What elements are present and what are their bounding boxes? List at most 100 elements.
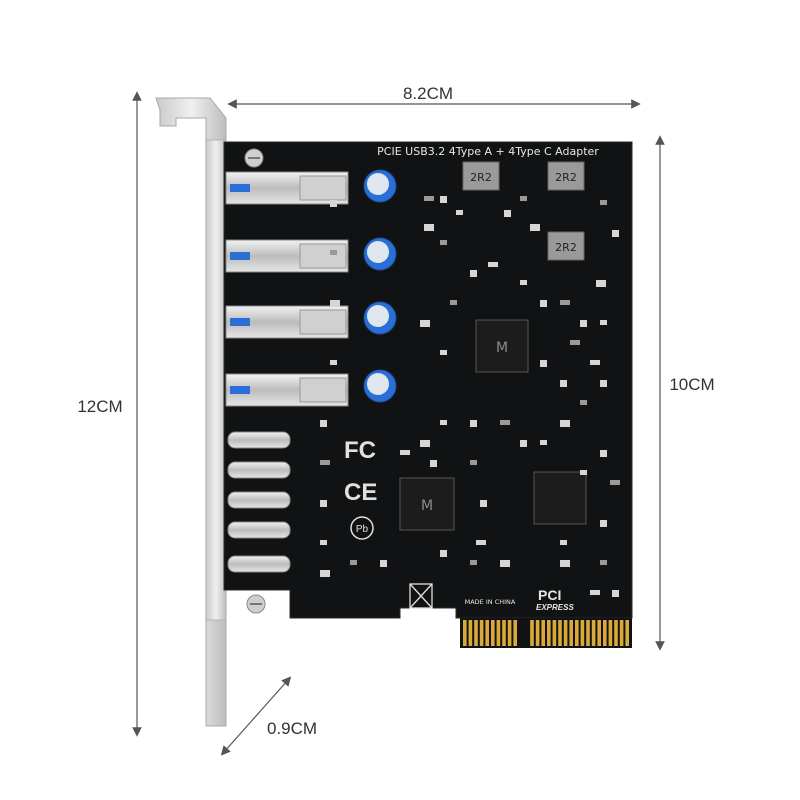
smd-part <box>600 380 607 387</box>
smd-part <box>504 210 511 217</box>
inductor-2: 2R2 <box>547 161 585 191</box>
capacitors <box>363 169 397 403</box>
smd-part <box>470 560 477 565</box>
smd-part <box>530 224 540 231</box>
smd-part <box>580 470 587 475</box>
usb-a-port <box>225 373 349 407</box>
smd-part <box>440 420 447 425</box>
screw-bottom <box>246 594 266 614</box>
height-label: 12CM <box>77 397 122 416</box>
metal-bracket <box>155 97 227 727</box>
smd-part <box>424 196 434 201</box>
thickness-label: 0.9CM <box>267 719 317 738</box>
smd-part <box>320 500 327 507</box>
smd-part <box>500 420 510 425</box>
smd-part <box>590 360 600 365</box>
smd-part <box>540 440 547 445</box>
smd-part <box>500 560 510 567</box>
svg-text:EXPRESS: EXPRESS <box>536 603 574 612</box>
smd-part <box>610 480 620 485</box>
smd-part <box>440 196 447 203</box>
smd-part <box>440 350 447 355</box>
smd-part <box>540 300 547 307</box>
smd-part <box>320 460 330 465</box>
usb-c-port <box>227 521 291 539</box>
smd-part <box>420 320 430 327</box>
svg-text:PCI: PCI <box>538 587 561 603</box>
controller-chip-main: M <box>475 319 529 373</box>
smd-part <box>600 320 607 325</box>
capacitor <box>363 301 397 335</box>
smd-part <box>596 280 606 287</box>
capacitor <box>363 237 397 271</box>
smd-part <box>456 210 463 215</box>
usb-type-c-ports <box>227 431 291 573</box>
smd-part <box>570 340 580 345</box>
weee-mark <box>409 583 433 609</box>
smd-part <box>470 420 477 427</box>
pb-free-mark: Pb <box>350 516 374 540</box>
usb-a-port <box>225 305 349 339</box>
svg-text:FC: FC <box>344 437 376 464</box>
smd-components <box>320 196 620 597</box>
svg-text:Pb: Pb <box>356 524 369 535</box>
smd-part <box>580 400 587 405</box>
usb-c-port <box>227 461 291 479</box>
smd-part <box>520 196 527 201</box>
smd-part <box>470 460 477 465</box>
smd-part <box>420 440 430 447</box>
board-height-label: 10CM <box>669 375 714 394</box>
smd-part <box>400 450 410 455</box>
smd-part <box>424 224 434 231</box>
smd-part <box>612 230 619 237</box>
smd-part <box>520 440 527 447</box>
smd-part <box>520 280 527 285</box>
width-label: 8.2CM <box>403 84 453 103</box>
usb-c-port <box>227 491 291 509</box>
controller-chip-left: M <box>399 477 455 531</box>
smd-part <box>600 520 607 527</box>
smd-part <box>330 300 340 307</box>
smd-part <box>320 540 327 545</box>
smd-part <box>320 420 327 427</box>
inductor-1: 2R2 <box>462 161 500 191</box>
smd-part <box>476 540 486 545</box>
smd-part <box>612 590 619 597</box>
svg-text:CE: CE <box>344 479 377 506</box>
smd-part <box>450 300 457 305</box>
smd-part <box>480 500 487 507</box>
dimension-thickness: 0.9CM <box>220 676 317 756</box>
smd-part <box>600 560 607 565</box>
smd-part <box>540 360 547 367</box>
svg-text:2R2: 2R2 <box>555 241 577 254</box>
smd-part <box>330 200 337 207</box>
smd-part <box>380 560 387 567</box>
smd-part <box>488 262 498 267</box>
pci-express-logo: PCI EXPRESS <box>536 587 574 612</box>
svg-text:M: M <box>421 498 433 514</box>
fc-mark: FC <box>344 437 376 464</box>
smd-part <box>590 590 600 595</box>
capacitor <box>363 369 397 403</box>
smd-part <box>330 250 337 255</box>
smd-part <box>560 540 567 545</box>
smd-part <box>320 570 330 577</box>
smd-part <box>600 450 607 457</box>
gold-finger-connector <box>460 618 632 648</box>
svg-text:M: M <box>496 340 508 356</box>
dimension-width: 8.2CM <box>227 84 641 109</box>
usb-a-port <box>225 239 349 273</box>
ce-mark: CE <box>344 479 377 506</box>
smd-part <box>430 460 437 467</box>
usb-type-a-ports <box>225 171 349 407</box>
smd-part <box>560 420 570 427</box>
smd-part <box>440 550 447 557</box>
svg-text:2R2: 2R2 <box>470 171 492 184</box>
svg-text:2R2: 2R2 <box>555 171 577 184</box>
inductor-3: 2R2 <box>547 231 585 261</box>
screw-top <box>244 148 264 168</box>
smd-part <box>560 380 567 387</box>
smd-part <box>350 560 357 565</box>
smd-part <box>560 300 570 305</box>
